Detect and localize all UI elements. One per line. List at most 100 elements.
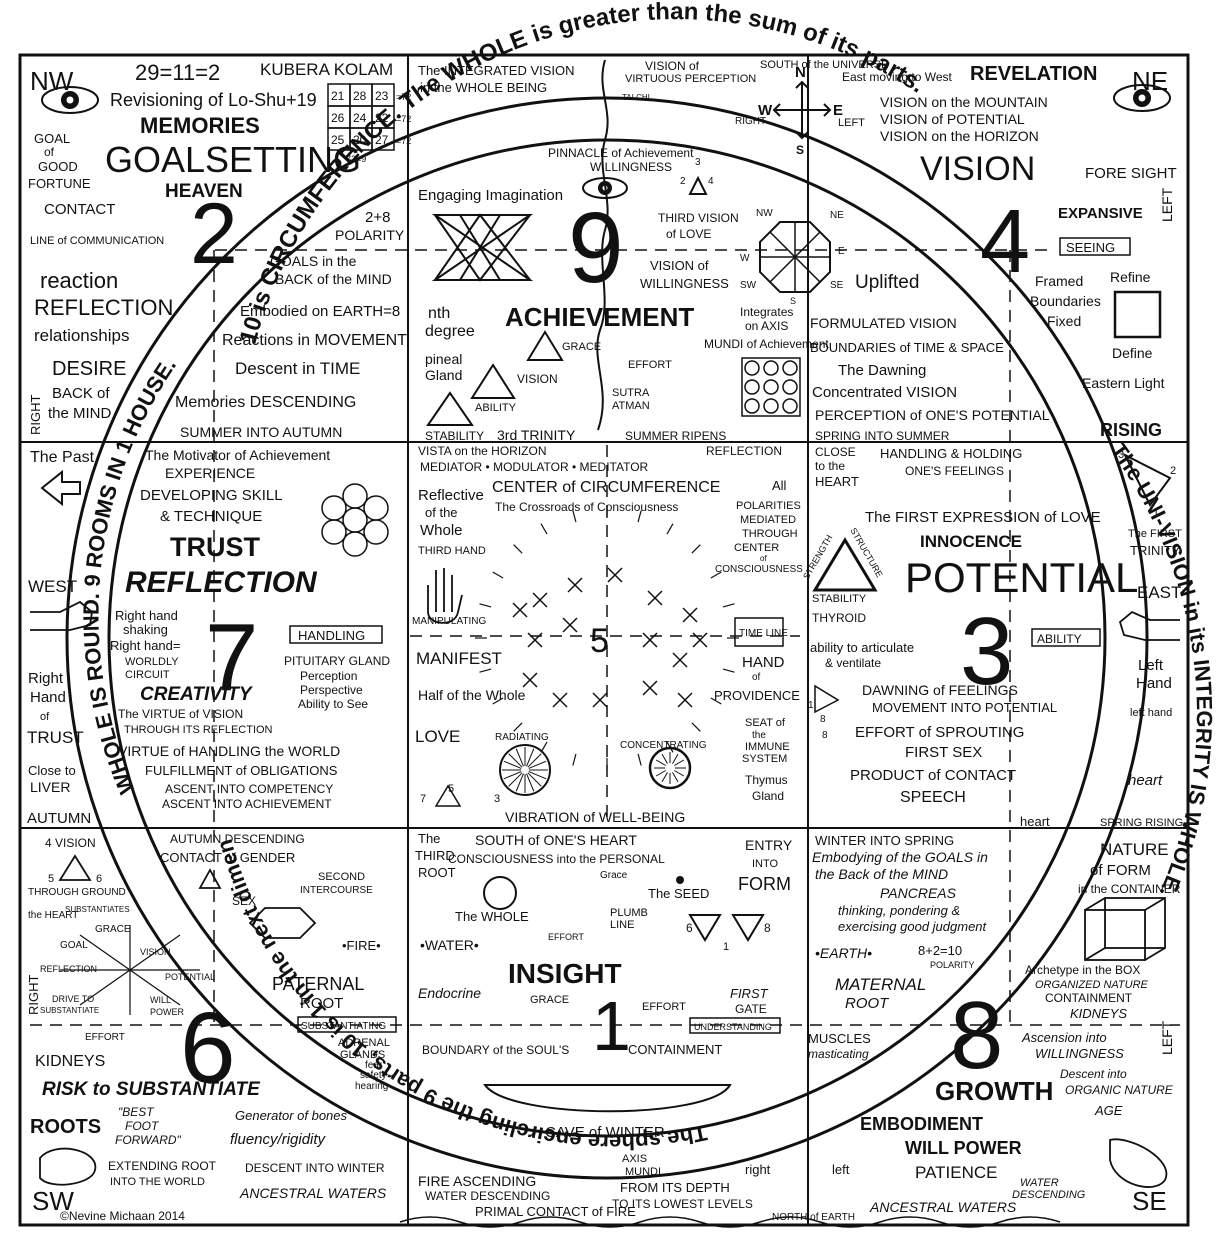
sw-triangle bbox=[58, 854, 92, 881]
s-foot-1: 1 bbox=[723, 941, 729, 953]
sw-will: WILL bbox=[150, 995, 171, 1005]
compass-right: RIGHT bbox=[735, 116, 766, 127]
sw-hearing: hearing bbox=[355, 1081, 388, 1092]
e-first-sex: FIRST SEX bbox=[905, 744, 982, 761]
grid-circle bbox=[763, 379, 779, 395]
e-triangle-small bbox=[814, 684, 840, 714]
se-ancestral: ANCESTRAL WATERS bbox=[869, 1199, 1017, 1215]
n-vision: VISION bbox=[517, 372, 558, 386]
s-line: LINE bbox=[610, 919, 634, 931]
ne-refine: Refine bbox=[1110, 269, 1151, 285]
w-creativity: CREATIVITY bbox=[140, 684, 254, 705]
se-container: in the CONTAINER bbox=[1078, 882, 1181, 896]
s-gate: GATE bbox=[735, 1002, 767, 1016]
compass-east-west: East moving to West bbox=[842, 70, 952, 84]
w-of: of bbox=[40, 711, 50, 723]
sw-glands: GLANDS bbox=[340, 1049, 385, 1061]
c-hand-num-5: 5 bbox=[448, 783, 454, 795]
e-thyroid: THYROID bbox=[812, 611, 866, 625]
e-sprouting: EFFORT of SPROUTING bbox=[855, 724, 1024, 741]
n-on-axis: on AXIS bbox=[745, 319, 788, 333]
oct-s: S bbox=[790, 296, 796, 306]
sw-kidneys: KIDNEYS bbox=[35, 1053, 105, 1070]
n-tri-num-2: 2 bbox=[680, 176, 686, 187]
n-willingness2: WILLINGNESS bbox=[640, 276, 729, 291]
c-polarities: POLARITIES bbox=[736, 500, 801, 512]
n-whole-being: in the WHOLE BEING bbox=[420, 80, 547, 95]
w-perception: Perception bbox=[300, 669, 357, 683]
s-mundi: MUNDI bbox=[625, 1166, 661, 1178]
grid-circle bbox=[782, 360, 798, 376]
sw-ancestral: ANCESTRAL WATERS bbox=[239, 1185, 387, 1201]
cross-mark bbox=[522, 672, 538, 688]
sw-fire: •FIRE• bbox=[342, 938, 381, 953]
grid-circle bbox=[763, 360, 779, 376]
nw-contact: CONTACT bbox=[44, 201, 115, 218]
hand-icon-west bbox=[30, 600, 93, 631]
magic-square-number: 21 bbox=[331, 89, 345, 103]
nw-good-3: GOOD bbox=[38, 159, 78, 174]
cross-mark bbox=[642, 632, 658, 648]
e-tri-2: 2 bbox=[1170, 465, 1176, 477]
s-understanding-box bbox=[689, 1017, 781, 1034]
w-liver: LIVER bbox=[30, 779, 70, 795]
nw-number: 2 bbox=[190, 186, 238, 282]
se-maternal: MATERNAL bbox=[835, 975, 926, 994]
oct-e: E bbox=[838, 246, 845, 257]
sw-intercourse: INTERCOURSE bbox=[300, 885, 373, 896]
compass-virtuous: VIRTUOUS PERCEPTION bbox=[625, 73, 756, 85]
nw-back-mind: BACK of the MIND bbox=[275, 271, 392, 287]
e-ability: ABILITY bbox=[1037, 632, 1082, 646]
compass-n: N bbox=[795, 64, 806, 81]
nw-polarity-eq: 2+8 bbox=[365, 209, 390, 226]
sw-axis-diagram bbox=[60, 925, 200, 1015]
cross-mark bbox=[527, 632, 543, 648]
e-to-the: to the bbox=[815, 459, 845, 473]
sw-adrenal: ADRENAL bbox=[338, 1037, 390, 1049]
c-time-line-box bbox=[734, 617, 784, 647]
e-handling: HANDLING & HOLDING bbox=[880, 446, 1022, 461]
e-hand: Hand bbox=[1136, 675, 1172, 692]
s-grace2: GRACE bbox=[530, 994, 569, 1006]
sw-root: ROOT bbox=[300, 995, 343, 1012]
e-heart3: heart bbox=[1128, 772, 1163, 789]
compass-e: E bbox=[833, 102, 843, 119]
n-engaging: Engaging Imagination bbox=[418, 187, 563, 204]
sw-best: "BEST bbox=[118, 1105, 155, 1119]
compass-left: LEFT bbox=[838, 117, 865, 129]
nw-right: RIGHT bbox=[28, 395, 43, 436]
w-handling-box bbox=[289, 625, 383, 644]
n-trinity: 3rd TRINITY bbox=[497, 427, 576, 443]
magic-square-sum: =72 bbox=[396, 92, 411, 102]
s-third: THIRD bbox=[415, 848, 455, 863]
sw-substantiating-box bbox=[297, 1016, 397, 1033]
ne-spring: SPRING INTO SUMMER bbox=[815, 429, 950, 443]
w-technique: & TECHNIQUE bbox=[160, 508, 262, 525]
compass-vision-of: VISION of bbox=[645, 59, 700, 73]
e-ventilate: & ventilate bbox=[825, 656, 881, 670]
nw-reaction: reaction bbox=[40, 268, 118, 293]
outer-frame bbox=[18, 53, 1190, 1227]
n-integrates: Integrates bbox=[740, 305, 793, 319]
sw-paternal: PATERNAL bbox=[272, 974, 364, 994]
magic-square-number: 22 bbox=[375, 111, 389, 125]
ne-revelation: REVELATION bbox=[970, 63, 1097, 85]
ne-mountain: VISION on the MOUNTAIN bbox=[880, 94, 1048, 110]
magic-square-number: 26 bbox=[331, 111, 345, 125]
se-of-form: of FORM bbox=[1090, 862, 1151, 879]
s-effort2: EFFORT bbox=[642, 1001, 686, 1013]
e-tri-3: 3 bbox=[1118, 449, 1124, 461]
s-fire: FIRE ASCENDING bbox=[418, 1173, 536, 1189]
n-integrated: The INTEGRATED VISION bbox=[418, 63, 575, 78]
c-love: LOVE bbox=[415, 727, 460, 746]
se-polarity: POLARITY bbox=[930, 960, 975, 970]
sw-contact: CONTACT of GENDER bbox=[160, 850, 295, 865]
se-masticating: masticating bbox=[808, 1047, 869, 1061]
footprint-icon-se bbox=[1109, 1138, 1168, 1188]
c-providence: PROVIDENCE bbox=[714, 688, 800, 703]
e-first-trinity-triangle bbox=[1122, 452, 1172, 507]
e-tri-1: 1 bbox=[1153, 507, 1159, 519]
se-organic: ORGANIC NATURE bbox=[1065, 1083, 1174, 1097]
